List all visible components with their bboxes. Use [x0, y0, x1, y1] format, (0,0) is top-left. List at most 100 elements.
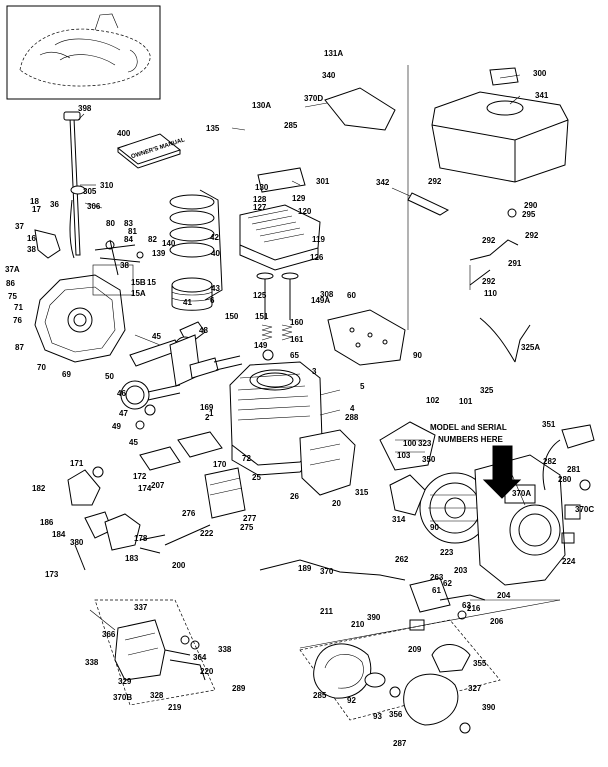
- crankshaft: [129, 334, 243, 387]
- carburetor-assembly: [67, 466, 211, 571]
- control-cover: [94, 599, 216, 706]
- fuel-line: [407, 192, 519, 286]
- part-label-37A: 37A: [5, 265, 20, 274]
- part-label-129: 129: [292, 194, 306, 203]
- part-label-80: 80: [106, 219, 115, 228]
- part-label-222: 222: [200, 529, 214, 538]
- dipstick-tube: [63, 111, 86, 259]
- part-label-1: 1: [209, 409, 214, 418]
- part-label-37: 37: [15, 222, 24, 231]
- piston-assembly: [169, 189, 223, 311]
- part-label-81: 81: [128, 227, 137, 236]
- part-label-3: 3: [312, 367, 317, 376]
- part-label-224: 224: [562, 557, 576, 566]
- part-label-364: 364: [193, 653, 207, 662]
- part-label-203: 203: [454, 566, 468, 575]
- part-label-127: 127: [253, 203, 267, 212]
- part-label-92: 92: [347, 696, 356, 705]
- throttle-control: [259, 559, 486, 631]
- part-label-325: 325: [480, 386, 494, 395]
- part-label-305: 305: [83, 187, 97, 196]
- part-label-15B: 15B: [131, 278, 146, 287]
- flywheel: [389, 472, 491, 544]
- engine-block: [229, 361, 323, 476]
- part-label-351: 351: [542, 420, 556, 429]
- part-label-292: 292: [482, 236, 496, 245]
- part-label-72: 72: [242, 454, 251, 463]
- inset-overview: [6, 5, 161, 100]
- part-label-280: 280: [558, 475, 572, 484]
- part-label-292: 292: [428, 177, 442, 186]
- part-label-356: 356: [389, 710, 403, 719]
- note-line-2: NUMBERS HERE: [438, 435, 504, 444]
- part-label-6: 6: [210, 296, 215, 305]
- model-serial-note: MODEL and SERIAL NUMBERS HERE: [430, 423, 522, 499]
- part-label-17: 17: [32, 205, 41, 214]
- part-label-101: 101: [459, 397, 473, 406]
- part-label-126: 126: [310, 253, 324, 262]
- part-label-50: 50: [105, 372, 114, 381]
- part-label-49: 49: [112, 422, 121, 431]
- part-label-4: 4: [350, 404, 355, 413]
- part-label-355: 355: [473, 659, 487, 668]
- part-label-86: 86: [6, 279, 15, 288]
- part-label-276: 276: [182, 509, 196, 518]
- part-label-71: 71: [14, 303, 23, 312]
- part-label-301: 301: [316, 177, 330, 186]
- part-label-15: 15: [147, 278, 156, 287]
- part-label-306: 306: [87, 202, 101, 211]
- part-label-161: 161: [290, 335, 304, 344]
- recoil-starter: [299, 619, 501, 734]
- part-label-174: 174: [138, 484, 152, 493]
- part-label-206: 206: [490, 617, 504, 626]
- part-label-139: 139: [152, 249, 166, 258]
- part-label-149: 149: [254, 341, 268, 350]
- part-label-15A: 15A: [131, 289, 146, 298]
- part-label-281: 281: [567, 465, 581, 474]
- part-label-292: 292: [482, 277, 496, 286]
- part-label-308: 308: [320, 290, 334, 299]
- part-label-61: 61: [432, 586, 441, 595]
- part-label-169: 169: [200, 403, 214, 412]
- carburetor-gaskets: [139, 431, 246, 519]
- part-label-2: 2: [205, 413, 210, 422]
- part-label-370: 370: [320, 567, 334, 576]
- note-line-1: MODEL and SERIAL: [430, 423, 507, 432]
- part-label-288: 288: [345, 413, 359, 422]
- part-label-90: 90: [413, 351, 422, 360]
- part-label-315: 315: [355, 488, 369, 497]
- governor-linkage: [34, 229, 144, 296]
- part-label-204: 204: [497, 591, 511, 600]
- part-label-329: 329: [118, 677, 132, 686]
- part-label-84: 84: [124, 235, 133, 244]
- part-label-370A: 370A: [512, 489, 531, 498]
- part-label-90: 90: [430, 523, 439, 532]
- part-label-160: 160: [290, 318, 304, 327]
- part-label-102: 102: [426, 396, 440, 405]
- part-label-100: 100: [403, 439, 417, 448]
- part-label-380: 380: [70, 538, 84, 547]
- part-label-350: 350: [422, 455, 436, 464]
- part-label-262: 262: [395, 555, 409, 564]
- part-label-290: 290: [524, 201, 538, 210]
- part-label-140: 140: [162, 239, 176, 248]
- part-label-47: 47: [119, 409, 128, 418]
- part-label-36: 36: [50, 200, 59, 209]
- part-label-178: 178: [134, 534, 148, 543]
- part-label-42: 42: [210, 233, 219, 242]
- part-label-310: 310: [100, 181, 114, 190]
- part-label-370D: 370D: [304, 94, 323, 103]
- part-label-38: 38: [27, 245, 36, 254]
- part-label-289: 289: [232, 684, 246, 693]
- part-label-211: 211: [320, 607, 333, 616]
- part-label-338: 338: [218, 645, 232, 654]
- part-label-20: 20: [332, 499, 341, 508]
- part-label-125: 125: [253, 291, 267, 300]
- part-label-76: 76: [13, 316, 22, 325]
- part-label-263: 263: [430, 573, 444, 582]
- part-label-314: 314: [392, 515, 406, 524]
- part-label-390: 390: [367, 613, 381, 622]
- primer: [542, 424, 595, 491]
- part-label-87: 87: [15, 343, 24, 352]
